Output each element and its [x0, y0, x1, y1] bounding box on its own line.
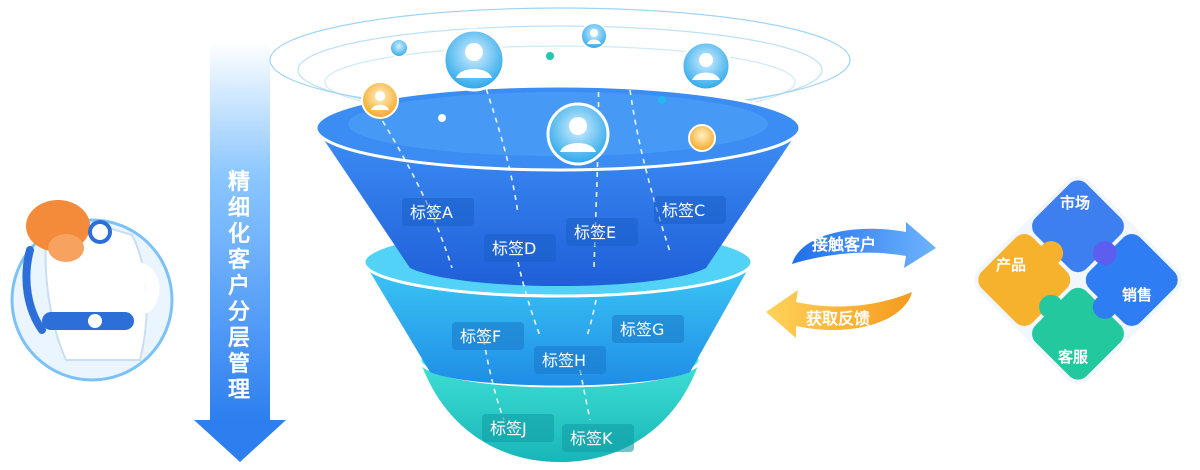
avatar-icon [546, 102, 610, 166]
tag-label: 标签G [620, 320, 664, 339]
avatar-icon [680, 40, 732, 92]
tag-chip: 标签J [482, 414, 554, 442]
vertical-title-char: 户 [227, 274, 250, 299]
puzzle-label-market: 市场 [1060, 194, 1090, 212]
tag-label: 标签J [490, 419, 527, 438]
contact-customer-label: 接触客户 [812, 235, 876, 254]
tag-chip: 标签H [534, 346, 606, 374]
tag-chip: 标签E [566, 218, 638, 246]
mascot [10, 200, 174, 382]
avatar-icon [361, 81, 399, 119]
vertical-title-char: 层 [227, 326, 250, 351]
vertical-title-char: 化 [227, 222, 250, 247]
tag-label: 标签H [542, 351, 586, 370]
puzzle-diamond [974, 176, 1182, 384]
vertical-title-char: 理 [227, 378, 250, 403]
tag-label: 标签F [460, 327, 501, 346]
tag-chip: 标签K [562, 424, 634, 452]
tag-chip: 标签F [452, 322, 524, 350]
avatar-icon [442, 28, 506, 92]
puzzle-label-service: 客服 [1057, 348, 1089, 366]
puzzle-labels: 市场 产品 销售 客服 [996, 194, 1152, 366]
avatar-icon [580, 22, 608, 50]
tag-chips: 标签A 标签D 标签E 标签C 标签F 标签H 标签G 标签J [402, 196, 726, 452]
vertical-title-char: 客 [227, 248, 250, 273]
tag-chip: 标签A [402, 198, 474, 226]
vertical-title-char: 分 [227, 300, 250, 325]
vertical-title-char: 细 [227, 196, 250, 221]
tag-label: 标签D [492, 239, 536, 258]
tag-chip: 标签D [484, 234, 556, 262]
avatar-icon [688, 124, 716, 152]
tag-chip: 标签G [612, 315, 684, 343]
tag-label: 标签E [574, 223, 616, 242]
vertical-title-char: 管 [227, 352, 250, 377]
cycle-arrows: 接触客户 获取反馈 [766, 222, 936, 338]
tag-label: 标签K [570, 429, 613, 448]
get-feedback-arrow: 获取反馈 [766, 290, 912, 338]
customer-avatars [361, 22, 732, 166]
vertical-title-char: 精 [227, 170, 250, 195]
tag-chip: 标签C [654, 196, 726, 224]
avatar-icon [389, 38, 409, 58]
tag-label: 标签C [662, 201, 705, 220]
contact-customer-arrow: 接触客户 [792, 222, 936, 268]
vertical-title: 精 细 化 客 户 分 层 管 理 [222, 170, 256, 404]
down-arrow [194, 42, 286, 462]
tag-label: 标签A [410, 203, 453, 222]
puzzle-label-product: 产品 [996, 256, 1026, 274]
get-feedback-label: 获取反馈 [806, 309, 870, 328]
puzzle-label-sales: 销售 [1122, 286, 1152, 304]
